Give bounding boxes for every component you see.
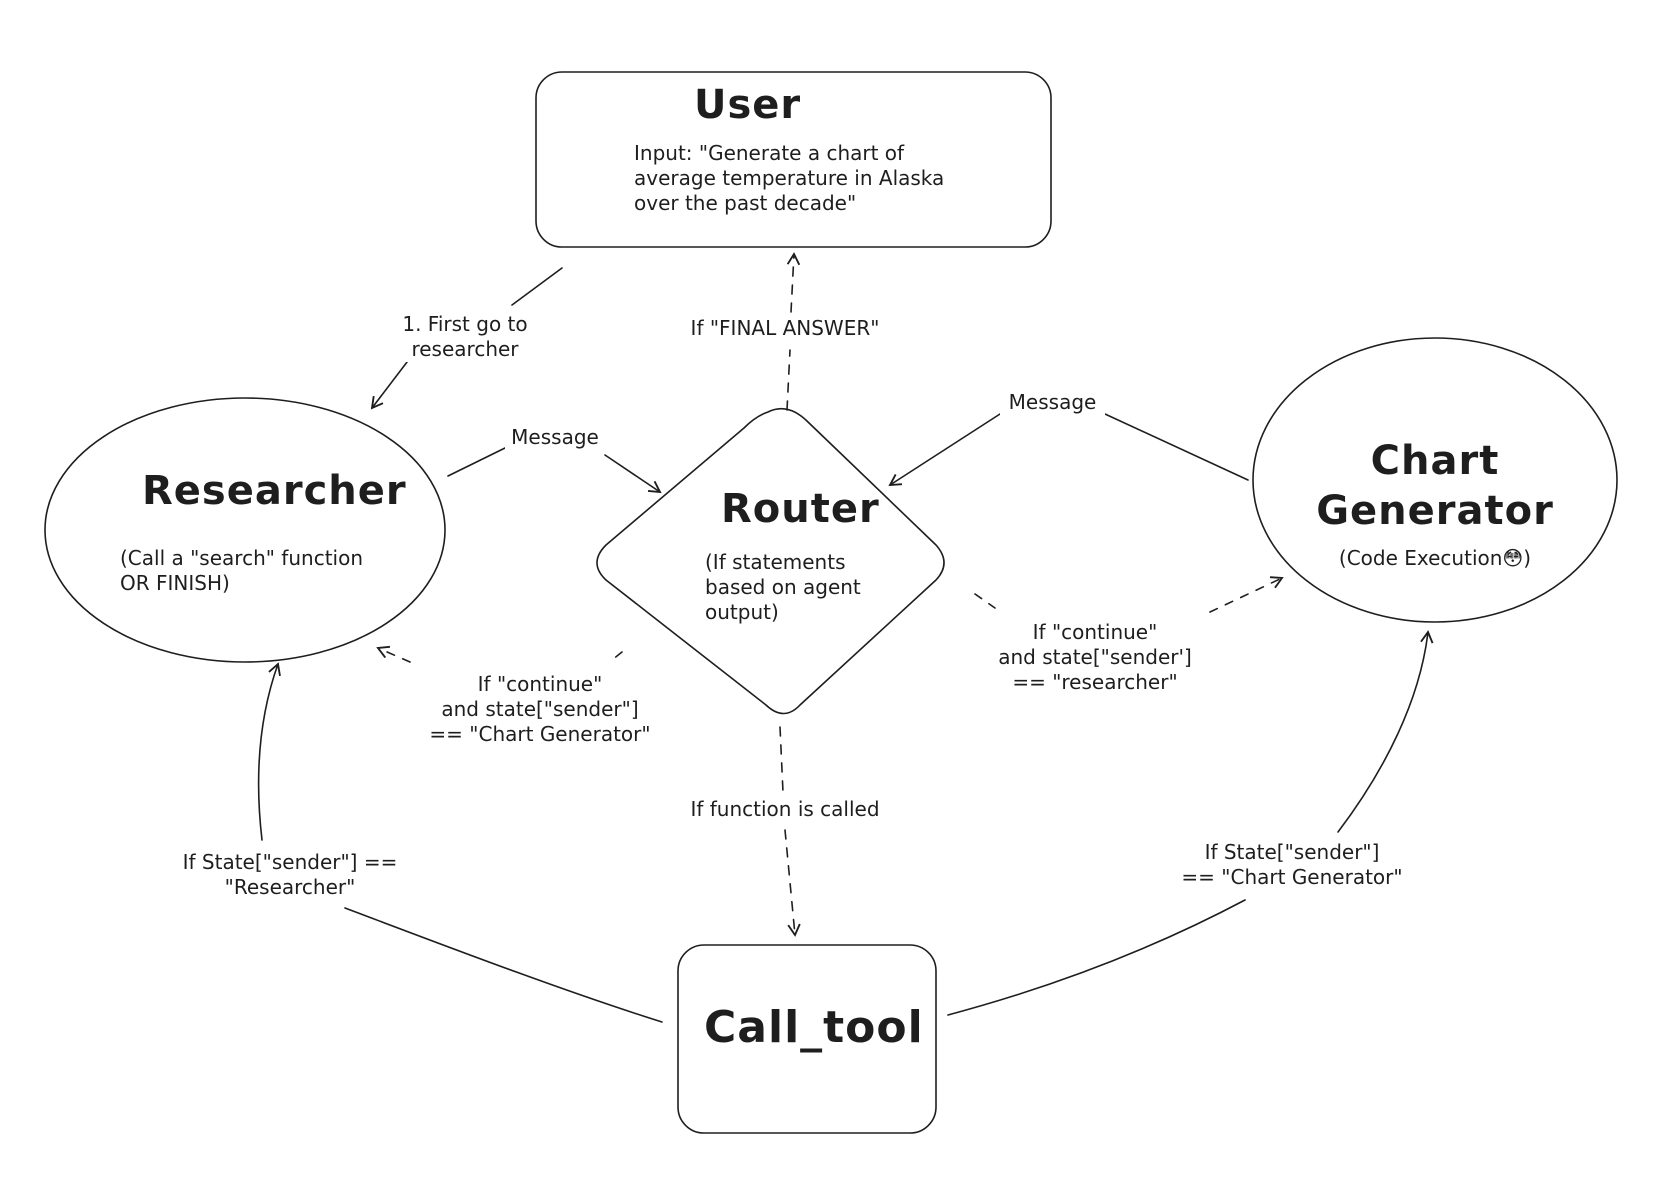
router-body: (If statements based on agent output) <box>705 550 861 624</box>
edge-chart-to-router[interactable] <box>890 413 1249 485</box>
edge-router-to-chart[interactable] <box>974 578 1282 613</box>
call-tool-title: Call_tool <box>704 1002 924 1053</box>
researcher-node-shape[interactable] <box>44 397 446 663</box>
chart-generator-title: Chart Generator <box>1316 438 1554 534</box>
edge-label-router-to-researcher: If "continue" and state["sender"] == "Ch… <box>420 672 660 747</box>
edge-label-call-tool-to-chart: If State["sender"] == "Chart Generator" <box>1172 840 1412 890</box>
edge-label-researcher-to-router: Message <box>505 425 605 450</box>
edge-label-user-to-researcher: 1. First go to researcher <box>380 312 550 362</box>
chart-generator-body: (Code Execution😳) <box>1338 546 1532 570</box>
router-node-shape[interactable] <box>596 407 945 715</box>
edge-researcher-to-router[interactable] <box>447 447 660 492</box>
edge-call-tool-to-chart[interactable] <box>947 632 1428 1016</box>
edge-label-router-to-user: If "FINAL ANSWER" <box>670 316 900 341</box>
researcher-body: (Call a "search" function OR FINISH) <box>120 546 363 595</box>
edge-label-router-to-chart: If "continue" and state["sender'] == "re… <box>975 620 1215 695</box>
edge-call-tool-to-researcher[interactable] <box>257 664 663 1023</box>
edge-label-chart-to-router: Message <box>1000 390 1105 415</box>
router-title: Router <box>721 486 880 532</box>
researcher-title: Researcher <box>142 468 407 514</box>
user-body: Input: "Generate a chart of average temp… <box>634 141 945 215</box>
edge-label-router-to-call-tool: If function is called <box>665 797 905 822</box>
edge-label-call-tool-to-researcher: If State["sender"] == "Researcher" <box>165 850 415 900</box>
edge-router-to-call-tool[interactable] <box>779 726 795 935</box>
edge-router-to-researcher[interactable] <box>378 648 623 663</box>
user-title: User <box>694 82 802 128</box>
edge-router-to-user[interactable] <box>787 254 794 411</box>
